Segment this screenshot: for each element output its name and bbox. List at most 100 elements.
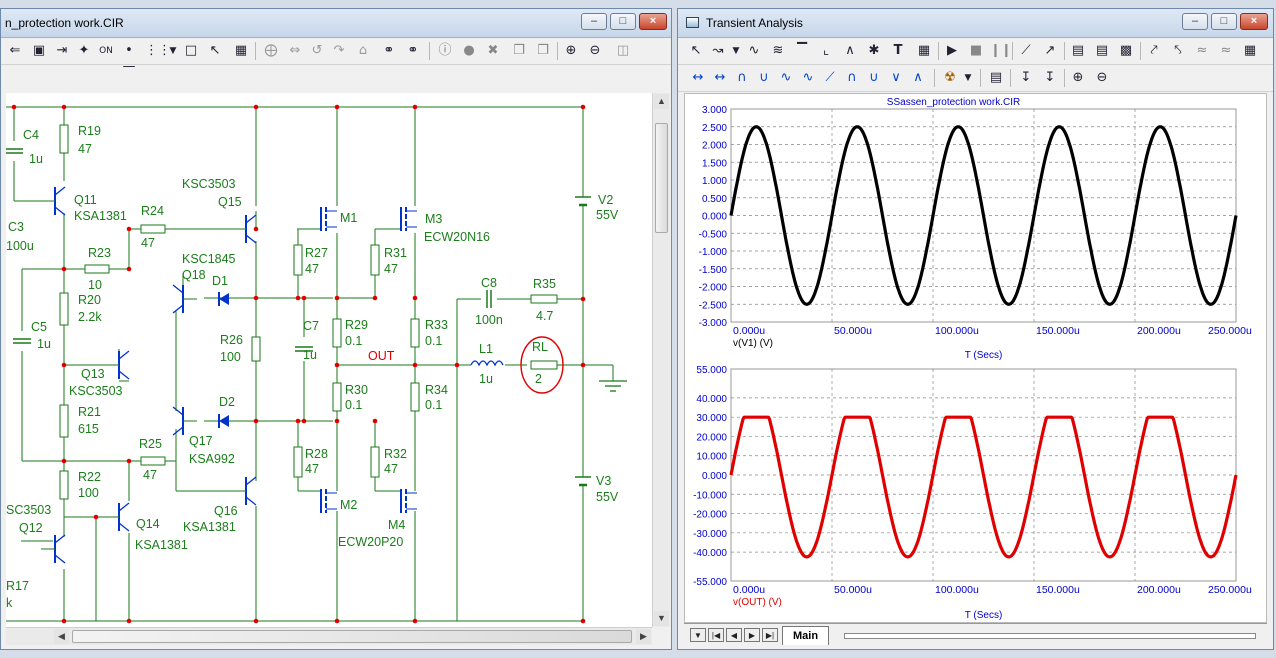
y-tick-label: 0.000 (702, 212, 727, 223)
analysis-titlebar[interactable]: Transient Analysis – □ × (678, 9, 1273, 38)
junction-node (61, 104, 67, 110)
wire-icon[interactable]: •— (122, 43, 136, 74)
grid-v-icon[interactable]: ▤ (1071, 43, 1085, 58)
next-icon[interactable]: ▶ (744, 628, 760, 642)
tab-scrollbar[interactable] (844, 633, 1256, 639)
component-label: 615 (78, 422, 99, 436)
tab-main[interactable]: Main (782, 626, 830, 645)
tag-right-icon[interactable]: ↧ (1044, 70, 1056, 85)
grid-dots-icon[interactable]: ▩ (1119, 43, 1133, 58)
close-button[interactable]: × (639, 13, 667, 30)
scroll-down-arrow-icon[interactable]: ▼ (654, 611, 669, 626)
rotate-icon[interactable]: ↺ (311, 43, 323, 58)
junction-node (61, 266, 67, 272)
zoom-in-icon[interactable]: ⊕ (565, 43, 577, 58)
paste-icon[interactable]: ❐ (537, 43, 549, 58)
peak-icon[interactable]: ∩ (737, 70, 747, 85)
maximize-button[interactable]: □ (1211, 13, 1237, 30)
pin-connect-icon[interactable]: ⇥ (56, 43, 68, 58)
zoom-in-icon[interactable]: ⊕ (1072, 70, 1084, 85)
stop-icon[interactable]: ● (463, 43, 475, 58)
top-icon[interactable]: ∨ (891, 70, 901, 85)
waves-alt-icon[interactable]: ≈ (1220, 43, 1232, 58)
waves-icon[interactable]: ≈ (1196, 43, 1208, 58)
box-icon[interactable]: □ (184, 43, 198, 58)
mirror-icon[interactable]: ↷ (333, 43, 345, 58)
select-arrow-icon[interactable]: ↖ (690, 43, 702, 58)
align-icon[interactable]: ⨁ (264, 43, 278, 58)
vertical-scrollbar[interactable]: ▲ ▼ (652, 93, 670, 627)
display-icon[interactable]: ▣ (32, 43, 46, 58)
grid-h-icon[interactable]: ▤ (1095, 43, 1109, 58)
marker-icon[interactable]: ✦ (78, 43, 90, 58)
high-icon[interactable]: ∿ (780, 70, 792, 85)
prev-start-icon[interactable]: |◀ (708, 628, 724, 642)
scroll-thumb[interactable] (655, 123, 668, 233)
low-icon[interactable]: ∿ (802, 70, 814, 85)
properties-icon[interactable]: ▦ (917, 43, 931, 58)
minimize-button[interactable]: – (581, 13, 607, 30)
tokens-icon[interactable]: ≋ (772, 43, 784, 58)
valley-icon[interactable]: ∪ (759, 70, 769, 85)
close-button[interactable]: × (1240, 13, 1268, 30)
select-icon[interactable]: ↖ (209, 43, 221, 58)
graph-link-icon[interactable]: ↝ (712, 43, 724, 58)
scroll-right-arrow-icon[interactable]: ▶ (636, 629, 651, 644)
maximize-button[interactable]: □ (610, 13, 636, 30)
arrow-tool-icon[interactable]: ↗ (1044, 43, 1056, 58)
tag-icon[interactable]: ☢ (944, 70, 956, 85)
grid-icon[interactable]: ⋮⋮ (145, 43, 171, 58)
table-icon[interactable]: ▤ (989, 70, 1003, 85)
cursor-right-icon[interactable]: ↔ (714, 70, 726, 85)
tag-left-icon[interactable]: ↧ (1020, 70, 1032, 85)
dropdown-icon[interactable]: ▼ (169, 46, 177, 56)
copy-icon[interactable]: ❐ (513, 43, 525, 58)
cursor-left-icon[interactable]: ↔ (692, 70, 704, 85)
zoom-out-icon[interactable]: ⊖ (589, 43, 601, 58)
minimize-button[interactable]: – (1182, 13, 1208, 30)
flip-icon[interactable]: ⇔ (289, 43, 301, 58)
scale-icon[interactable]: ⤣ (1174, 43, 1182, 58)
horizontal-scrollbar[interactable]: ◀ ▶ (6, 627, 652, 645)
first-page-icon[interactable]: ▼ (690, 628, 706, 642)
line-style-icon[interactable]: ∿ (748, 43, 760, 58)
export-icon[interactable]: ▦ (1243, 43, 1257, 58)
find-icon[interactable]: ⚭ (383, 43, 395, 58)
axes-icon[interactable]: ⌞ (822, 43, 830, 58)
scroll-thumb[interactable] (72, 630, 632, 643)
resistor (410, 382, 420, 412)
zoom-out-icon[interactable]: ⊖ (1096, 70, 1108, 85)
resistor (251, 336, 261, 362)
schematic-titlebar[interactable]: n_protection work.CIR – □ × (1, 9, 671, 38)
on-off-icon[interactable]: ON (99, 46, 113, 56)
camera-icon[interactable]: ◫ (616, 43, 630, 58)
peak-icon[interactable]: ∧ (845, 43, 855, 58)
line-tool-icon[interactable]: ⟋ (1021, 43, 1031, 58)
resistor (332, 318, 342, 348)
info-icon[interactable]: ⓘ (438, 43, 452, 58)
find-next-icon[interactable]: ⚭ (407, 43, 419, 58)
next-end-icon[interactable]: ▶| (762, 628, 778, 642)
cursor-icon[interactable]: ⤤ (1150, 43, 1158, 58)
bar-icon[interactable]: ▔ (797, 43, 807, 58)
prev-icon[interactable]: ◀ (726, 628, 742, 642)
stop-icon[interactable]: ■ (969, 43, 983, 58)
text-tool-icon[interactable]: T (893, 43, 903, 58)
dropdown-icon[interactable]: ▼ (964, 73, 972, 83)
arrow-left-icon[interactable]: ⇐ (9, 43, 21, 58)
bottom-icon[interactable]: ∧ (913, 70, 923, 85)
global-low-icon[interactable]: ∪ (869, 70, 879, 85)
pause-icon[interactable]: ❙❙ (990, 43, 1012, 58)
run-icon[interactable]: ▶ (947, 43, 957, 58)
global-high-icon[interactable]: ∩ (847, 70, 857, 85)
properties-icon[interactable]: ▦ (234, 43, 248, 58)
scroll-up-arrow-icon[interactable]: ▲ (654, 94, 669, 109)
inflection-icon[interactable]: ⟋ (825, 70, 835, 85)
dropdown-icon[interactable]: ▼ (732, 46, 740, 56)
step-icon[interactable]: ⌂ (358, 43, 368, 58)
curve-icon[interactable]: ✱ (868, 43, 880, 58)
scroll-left-arrow-icon[interactable]: ◀ (54, 629, 69, 644)
cancel-icon[interactable]: ✖ (487, 43, 499, 58)
